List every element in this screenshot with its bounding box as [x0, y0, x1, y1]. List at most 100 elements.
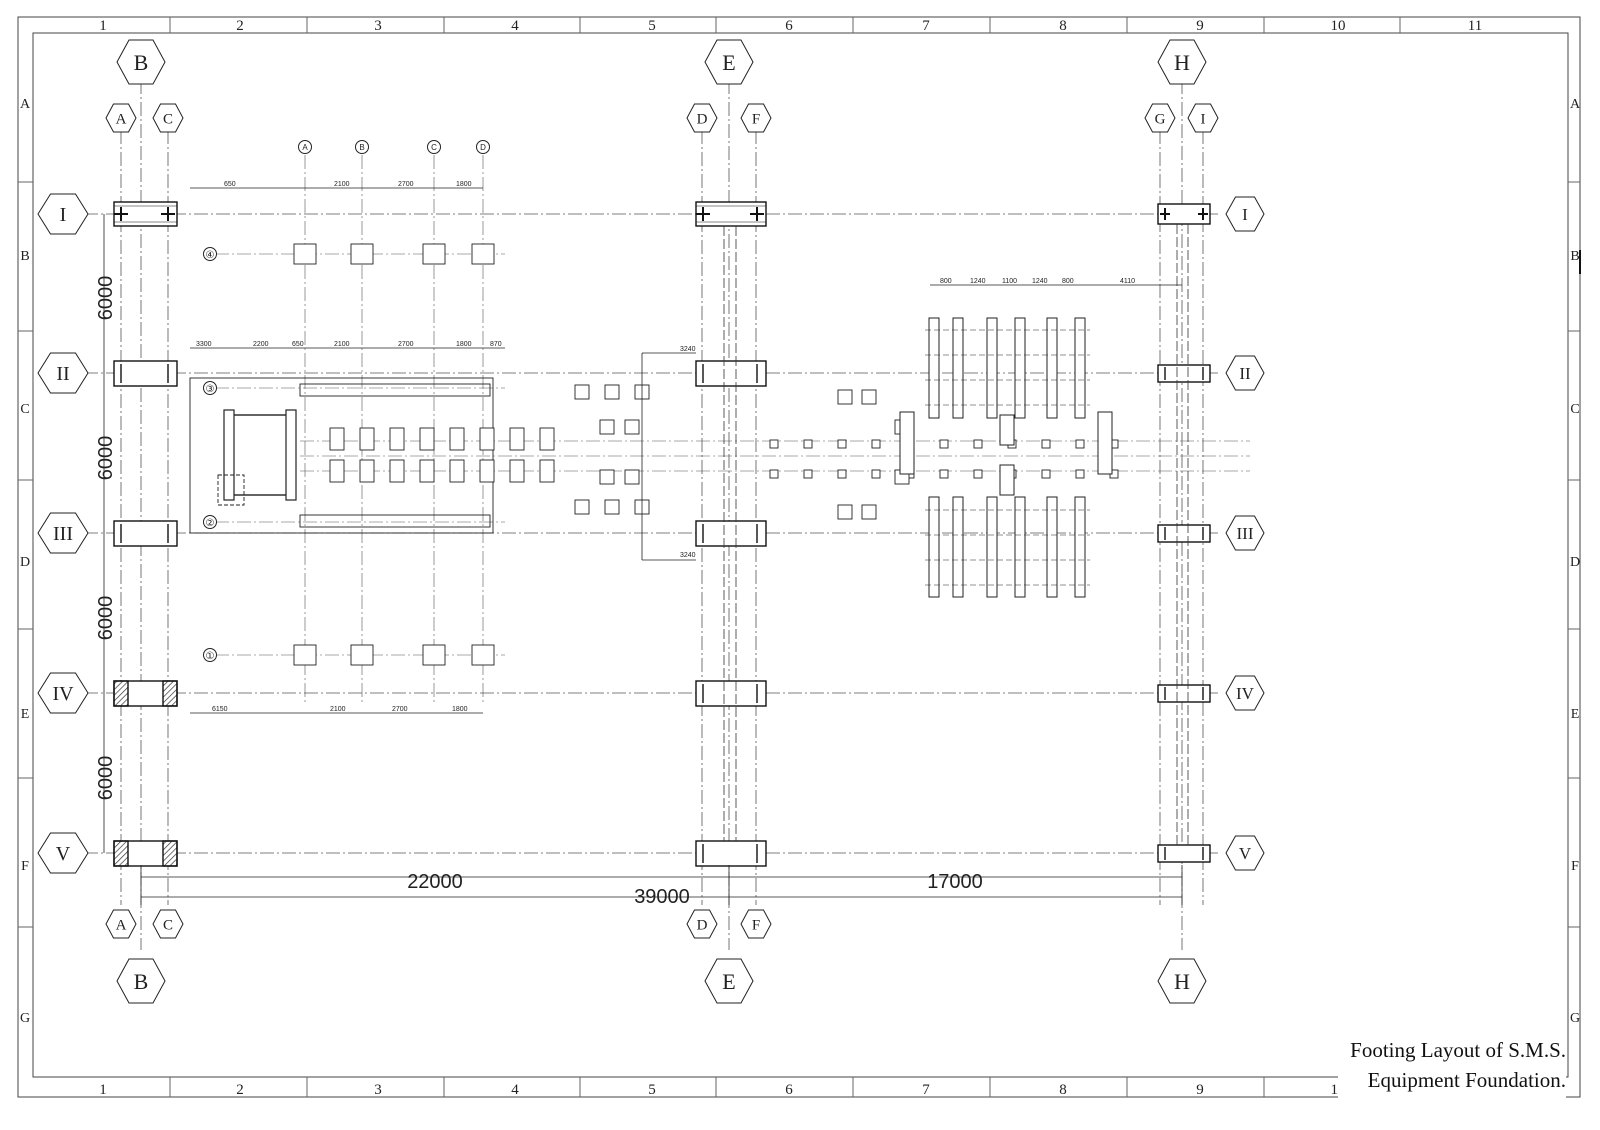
sub-row-label-4: ④ [206, 250, 215, 261]
grid-bubble-top-G: G [1144, 103, 1176, 133]
frame-row-right-E: E [1571, 707, 1580, 722]
footing-B-I [113, 201, 178, 227]
equipment-pad [359, 427, 375, 451]
frame-col-bottom-7: 7 [922, 1082, 930, 1098]
equipment-pad [769, 439, 779, 449]
equipment-pad [419, 427, 435, 451]
dim-right-2: 1100 [1002, 278, 1017, 285]
grid-bubble-row-left-III-label: III [53, 523, 73, 545]
sub-row-bubble-3: ③ [203, 381, 217, 395]
equipment-pad [769, 469, 779, 479]
grid-bubble-top-A-label: A [116, 111, 127, 127]
footing-H-II [1157, 364, 1211, 383]
machine-bed [999, 464, 1015, 496]
equipment-pad [449, 427, 465, 451]
dim-mid-4: 2700 [398, 341, 414, 348]
machine-beam-lower [1014, 496, 1026, 598]
equipment-pad [604, 499, 620, 515]
grid-bubble-top-F-label: F [752, 111, 760, 127]
equipment-pad [479, 427, 495, 451]
grid-bubble-row-right-II-label: II [1239, 364, 1251, 383]
frame-col-bottom-4: 4 [511, 1082, 519, 1098]
equipment-pad [599, 469, 615, 485]
sub-axis-bubble-B: B [355, 140, 369, 154]
equipment-pad [861, 389, 877, 405]
sub-axis-bubble-A: A [298, 140, 312, 154]
dim-right-1: 1240 [970, 278, 986, 285]
dim-top-1: 2100 [334, 181, 350, 188]
dim-mid-1: 2200 [253, 341, 269, 348]
dim-right-3: 1240 [1032, 278, 1048, 285]
grid-bubble-row-left-I-label: I [60, 204, 67, 226]
sub-row-label-1: ① [206, 651, 215, 662]
grid-bubble-bottom-C-label: C [163, 917, 173, 933]
equipment-pad [1075, 469, 1085, 479]
equipment-pad [293, 644, 317, 666]
equipment-pad [539, 459, 555, 483]
frame-row-left-G: G [20, 1011, 30, 1026]
machine-beam-lower [1074, 496, 1086, 598]
dim-span-total: 39000 [634, 886, 690, 908]
equipment-pad [539, 427, 555, 451]
grid-bubble-top-B: B [116, 39, 166, 85]
grid-bubble-top-C-label: C [163, 111, 173, 127]
machine-beam-upper [1074, 317, 1086, 419]
grid-bubble-row-right-I: I [1225, 196, 1265, 232]
machine-beam-upper [1014, 317, 1026, 419]
equipment-pad [939, 439, 949, 449]
equipment-pad [1075, 439, 1085, 449]
equipment-pad [939, 469, 949, 479]
equipment-pad [422, 644, 446, 666]
equipment-pad [1041, 439, 1051, 449]
grid-bubble-bottom-E-label: E [722, 969, 735, 994]
equipment-pad [574, 499, 590, 515]
grid-bubble-top-H: H [1157, 39, 1207, 85]
sub-row-bubble-1: ① [203, 648, 217, 662]
sub-axis-label-A: A [302, 143, 308, 152]
grid-bubble-row-right-I-label: I [1242, 205, 1248, 224]
grid-bubble-bottom-B-label: B [134, 969, 149, 994]
grid-bubble-bottom-D-label: D [697, 917, 708, 933]
grid-bubble-row-left-V-label: V [56, 843, 71, 865]
grid-bubble-top-E: E [704, 39, 754, 85]
dim-span-right: 17000 [927, 871, 983, 893]
grid-bubble-row-left-II: II [37, 352, 89, 394]
grid-bubble-row-right-V-label: V [1239, 844, 1252, 863]
frame-col-top-3: 3 [374, 18, 382, 34]
dim-top-0: 650 [224, 181, 236, 188]
equipment-pad [293, 243, 317, 265]
dim-row-1: 6000 [95, 276, 117, 321]
dim-top-2: 2700 [398, 181, 414, 188]
footing-H-IV [1157, 684, 1211, 703]
frame-col-top-9: 9 [1196, 18, 1204, 34]
dim-mid-6: 870 [490, 341, 502, 348]
frame-row-left-D: D [20, 555, 30, 570]
grid-bubble-bottom-A-label: A [116, 917, 127, 933]
frame-row-right-F: F [1571, 859, 1579, 874]
sub-axis-bubble-C: C [427, 140, 441, 154]
equipment-pad [329, 427, 345, 451]
frame-row-right-D: D [1570, 555, 1580, 570]
equipment-pad [837, 389, 853, 405]
grid-bubble-bottom-H-label: H [1174, 969, 1190, 994]
dim-row-2: 6000 [95, 436, 117, 481]
dim-bottom-2: 2700 [392, 706, 408, 713]
grid-bubble-row-right-V: V [1225, 835, 1265, 871]
frame-row-right-G: G [1570, 1011, 1580, 1026]
equipment-pad [803, 439, 813, 449]
equipment-pad [973, 469, 983, 479]
grid-bubble-top-I: I [1187, 103, 1219, 133]
footing-H-V [1157, 844, 1211, 863]
machine-beam-upper [928, 317, 940, 419]
machine-beam-lower [1046, 496, 1058, 598]
grid-bubble-row-left-IV-label: IV [52, 683, 74, 705]
grid-bubble-bottom-H: H [1157, 958, 1207, 1004]
grid-bubble-row-left-II-label: II [56, 363, 69, 385]
frame-row-right-B: B [1570, 249, 1579, 264]
frame-row-left-E: E [21, 707, 30, 722]
grid-bubble-top-A: A [105, 103, 137, 133]
dim-mid-2: 650 [292, 341, 304, 348]
equipment-pad [479, 459, 495, 483]
equipment-pad [359, 459, 375, 483]
frame-col-bottom-9: 9 [1196, 1082, 1204, 1098]
